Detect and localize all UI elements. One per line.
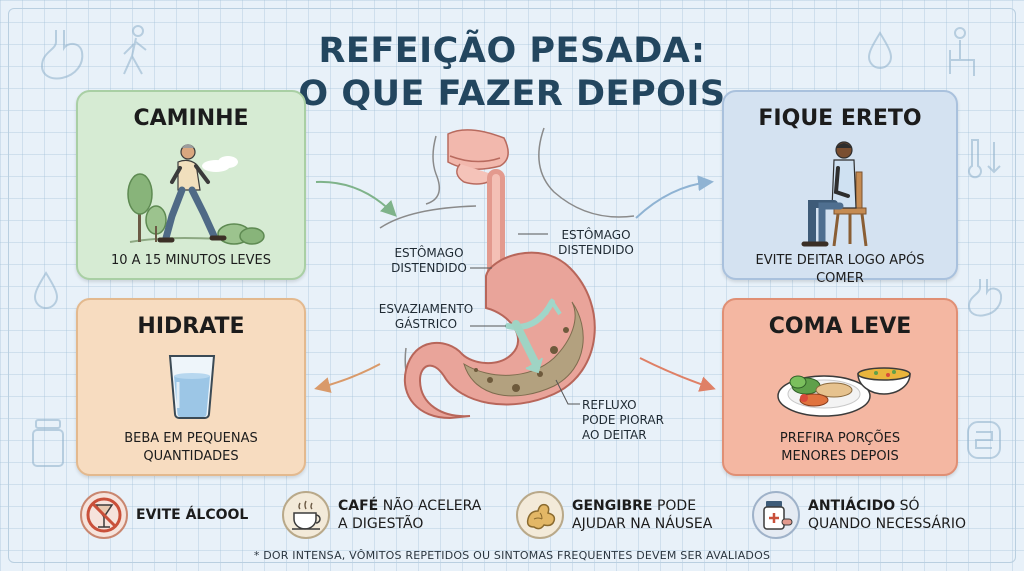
light-meal-card-caption: PREFIRA PORÇÕES MENORES DEPOIS xyxy=(730,430,950,466)
hydrate-caption-line2: QUANTIDADES xyxy=(143,449,239,464)
infographic-frame xyxy=(8,8,1016,563)
light-meal-card: COMA LEVE PREFIRA PORÇÕES MENORES DEPOIS xyxy=(722,298,958,476)
light-meal-caption-line2: MENORES DEPOIS xyxy=(781,449,899,464)
upright-card-caption: EVITE DEITAR LOGO APÓS COMER xyxy=(755,253,925,286)
light-meal-card-heading: COMA LEVE xyxy=(768,314,912,339)
tip-ginger-line1: PODE xyxy=(652,498,697,514)
no-alcohol-icon xyxy=(80,491,128,539)
label-stomach-distended-right: ESTÔMAGO DISTENDIDO xyxy=(558,228,634,257)
tip-coffee: CAFÉ NÃO ACELERA A DIGESTÃO xyxy=(282,487,481,543)
tip-ginger-line2: AJUDAR NA NÁUSEA xyxy=(572,516,713,532)
footnote-warning: * DOR INTENSA, VÔMITOS REPETIDOS OU SINT… xyxy=(253,549,771,562)
hydrate-caption-line1: BEBA EM PEQUENAS xyxy=(124,431,258,446)
hydrate-card-heading: HIDRATE xyxy=(137,314,245,339)
tip-antacid-bold: ANTIÁCIDO xyxy=(808,498,896,514)
stomach-outline-icon xyxy=(967,279,1003,317)
coffee-cup-icon xyxy=(282,491,330,539)
seated-person-outline-icon xyxy=(949,27,975,76)
arrow-to-light xyxy=(639,357,716,392)
arrow-to-upright xyxy=(635,175,714,219)
tip-antacid-line2: QUANDO NECESSÁRIO xyxy=(808,516,966,532)
tip-alcohol-text: EVITE ÁLCOOL xyxy=(136,507,249,523)
page-title: REFEIÇÃO PESADA: O QUE FAZER DEPOIS xyxy=(250,30,774,116)
walking-man-illustration xyxy=(127,144,265,245)
label-gastric-emptying: ESVAZIAMENTO GÁSTRICO xyxy=(378,302,474,331)
page-title-line2: O QUE FAZER DEPOIS xyxy=(298,74,726,114)
water-drop-outline-icon xyxy=(867,31,893,69)
hydrate-card-caption: BEBA EM PEQUENAS QUANTIDADES xyxy=(84,430,298,466)
water-drop-outline-icon xyxy=(33,271,59,309)
medicine-jar-outline-icon xyxy=(32,419,64,467)
tip-coffee-bold: CAFÉ xyxy=(338,498,379,514)
digestive-tract-illustration xyxy=(379,127,635,420)
walk-card-caption: 10 A 15 MINUTOS LEVES xyxy=(110,253,272,268)
arrow-to-walk xyxy=(315,180,397,217)
walk-card-heading: CAMINHE xyxy=(133,106,249,131)
ginger-root-icon xyxy=(516,491,564,539)
tip-coffee-line1: NÃO ACELERA xyxy=(378,498,482,514)
water-glass-icon xyxy=(168,355,216,419)
tip-antacid-line1: SÓ xyxy=(895,498,920,514)
label-stomach-distended-left: ESTÔMAGO DISTENDIDO xyxy=(391,246,467,275)
stomach-outline-icon xyxy=(40,30,84,80)
thermometer-outline-icon xyxy=(968,139,1001,179)
upright-card: FIQUE ERETO EVITE DEITAR LOGO APÓS COMER xyxy=(722,90,958,286)
light-meal-plate-illustration xyxy=(777,367,911,417)
seated-man-illustration xyxy=(801,141,868,247)
tip-antacid: ANTIÁCIDO SÓ QUANDO NECESSÁRIO xyxy=(752,487,966,543)
walking-person-outline-icon xyxy=(123,25,147,75)
tip-coffee-line2: A DIGESTÃO xyxy=(338,516,424,532)
page-title-line1: REFEIÇÃO PESADA: xyxy=(318,31,706,71)
tip-ginger: GENGIBRE PODE AJUDAR NA NÁUSEA xyxy=(516,487,712,543)
tip-ginger-bold: GENGIBRE xyxy=(572,498,653,514)
arrow-to-hydrate xyxy=(314,363,381,393)
upright-card-heading: FIQUE ERETO xyxy=(758,106,922,131)
intestine-outline-icon xyxy=(967,421,1001,459)
medicine-bottle-icon xyxy=(752,491,800,539)
tip-avoid-alcohol: EVITE ÁLCOOL xyxy=(80,487,248,543)
label-reflux: REFLUXO PODE PIORAR AO DEITAR xyxy=(582,398,664,442)
light-meal-caption-line1: PREFIRA PORÇÕES xyxy=(779,431,901,446)
hydrate-card: HIDRATE BEBA EM PEQUENAS QUANTIDADES xyxy=(76,298,306,476)
walk-card: CAMINHE 10 A 15 MINUTOS LEVES xyxy=(76,90,306,280)
